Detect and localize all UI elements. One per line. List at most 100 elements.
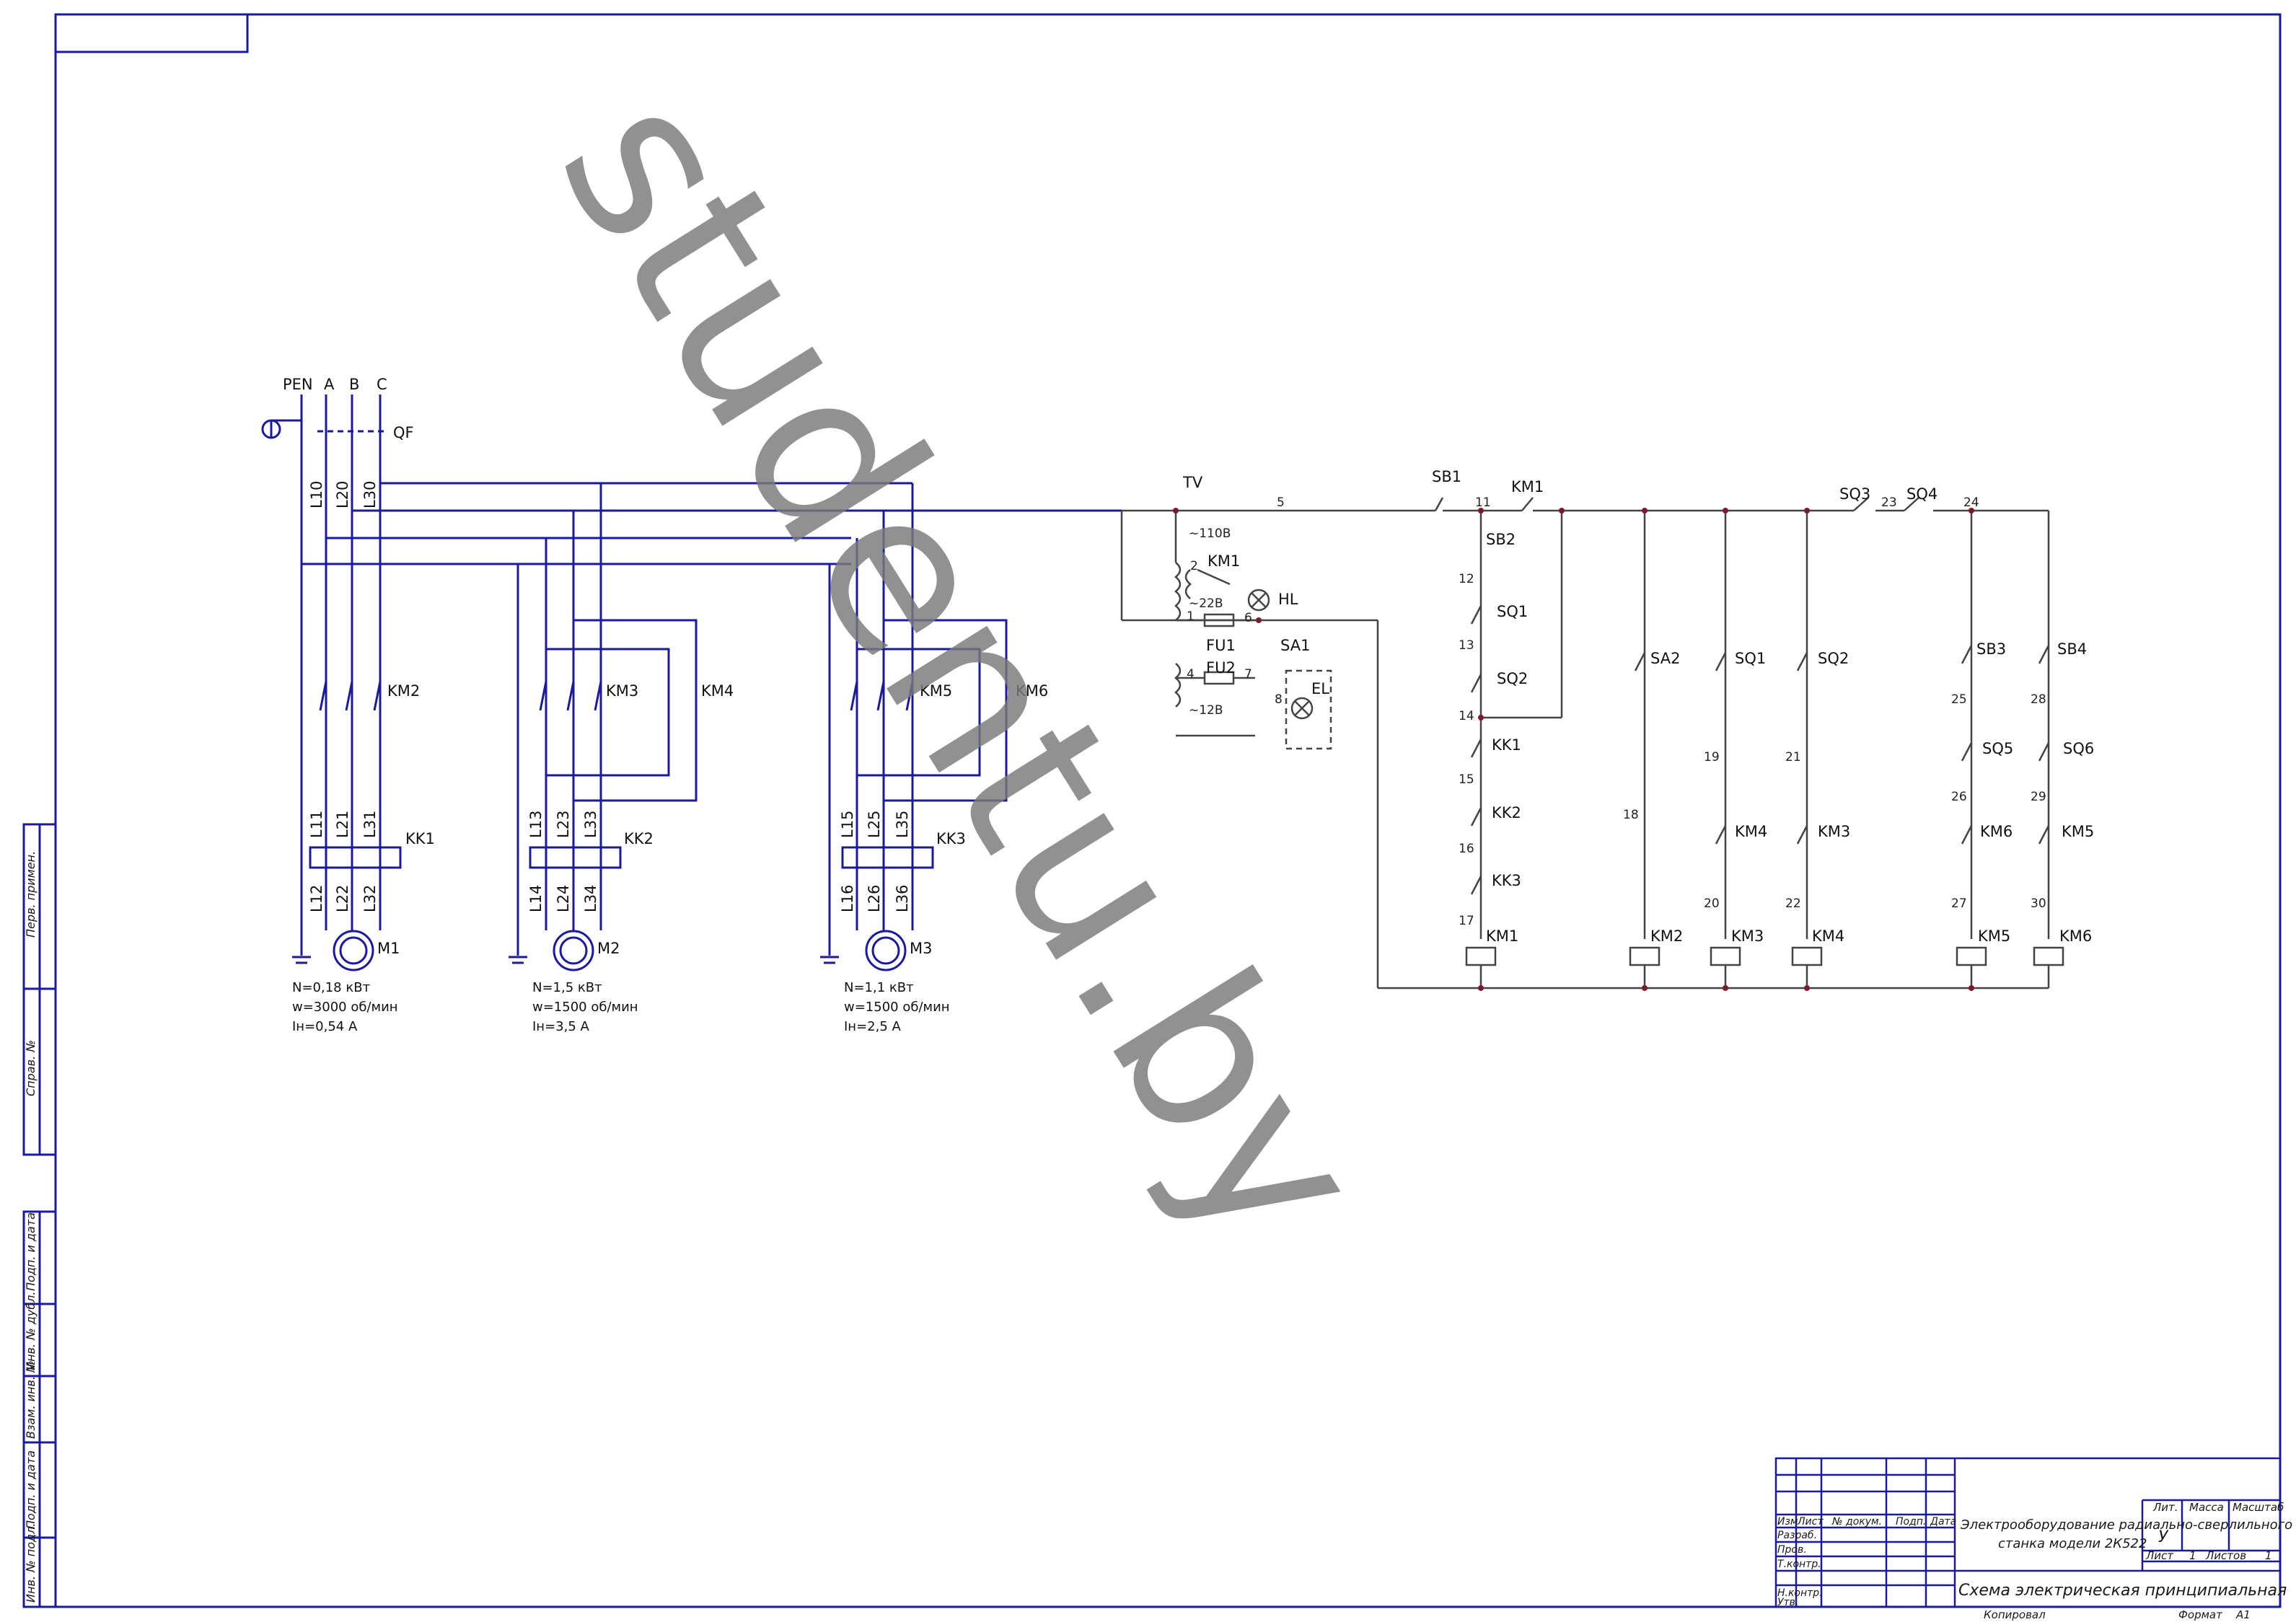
label-km5: KM5 [920, 682, 952, 700]
label-l24: L24 [555, 885, 572, 912]
wire-27: 27 [1951, 896, 1967, 911]
stamp-inv-dubl: Инв. № дубл. [24, 1292, 38, 1370]
wire-4: 4 [1187, 667, 1195, 682]
label-km6-contact: KM6 [1980, 823, 2013, 840]
wire-14: 14 [1459, 709, 1474, 723]
label-l33: L33 [582, 811, 599, 838]
label-l11: L11 [308, 811, 325, 838]
label-sq1-branch: SQ1 [1735, 650, 1766, 667]
stamp-vzam-inv: Взам. инв. № [24, 1360, 38, 1439]
tb-sheets-num: 1 [2265, 1549, 2272, 1562]
label-m2: M2 [597, 940, 620, 957]
wire-22: 22 [1785, 896, 1801, 911]
wire-21: 21 [1785, 750, 1801, 764]
control-labels: SB1 KM1 SB2 SQ1 SQ2 KK1 KK2 KK3 KM1 SA2 … [1277, 468, 2094, 945]
wire-13: 13 [1459, 638, 1474, 653]
wire-30: 30 [2031, 896, 2046, 911]
motor-m3 [865, 930, 907, 971]
tb-col-izm: Изм [1777, 1516, 1798, 1528]
watermark: studentu.by [512, 53, 1414, 1287]
label-tv: TV [1182, 474, 1203, 491]
label-kk1-contact: KK1 [1492, 736, 1521, 754]
wire-15: 15 [1459, 772, 1474, 787]
label-l30: L30 [361, 481, 379, 508]
tb-lit-value: У [2158, 1528, 2169, 1546]
m2-spec-speed: w=1500 об/мин [532, 1000, 638, 1015]
wire-28: 28 [2031, 692, 2046, 707]
wire-17: 17 [1459, 914, 1474, 928]
m2-spec-power: N=1,5 кВт [532, 980, 602, 995]
tb-title-line2: станка модели 2К522 [1998, 1536, 2147, 1551]
stamp-sprav-no: Справ. № [24, 1040, 38, 1096]
label-l36: L36 [894, 885, 911, 912]
wire-24: 24 [1963, 495, 1979, 510]
wire-7: 7 [1244, 667, 1252, 682]
tb-lit: Лит. [2152, 1501, 2178, 1514]
label-phase-a: A [324, 376, 335, 393]
label-l34: L34 [582, 885, 599, 912]
motor-m2 [553, 930, 594, 971]
label-fu2: FU2 [1206, 659, 1236, 676]
label-hl: HL [1278, 591, 1298, 608]
tb-col-dokum: № докум. [1831, 1516, 1882, 1528]
label-km5-coil: KM5 [1978, 927, 2010, 945]
transformer-circuit [1120, 511, 1379, 988]
motor-m1 [333, 930, 374, 971]
label-l32: L32 [361, 885, 379, 912]
wire-8: 8 [1275, 692, 1283, 707]
tb-masshtab: Масштаб [2233, 1501, 2284, 1514]
power-circuit [300, 395, 1122, 956]
label-sa1: SA1 [1280, 637, 1310, 654]
label-km4-contact: KM4 [1735, 823, 1767, 840]
wire-16: 16 [1459, 842, 1474, 856]
label-km4-coil: KM4 [1812, 927, 1844, 945]
label-phase-c: C [377, 376, 387, 393]
m3-spec-power: N=1,1 кВт [844, 980, 914, 995]
label-m1: M1 [377, 940, 400, 957]
power-labels: PEN A B C QF L10 L20 L30 KM2 KM3 KM4 KM5… [283, 376, 1048, 1034]
label-km6: KM6 [1016, 682, 1048, 700]
label-km2-coil: KM2 [1650, 927, 1683, 945]
m1-spec-speed: w=3000 об/мин [292, 1000, 398, 1015]
label-el: EL [1311, 680, 1329, 697]
label-l22: L22 [334, 885, 351, 912]
label-12v: ~12В [1189, 703, 1223, 718]
wire-12: 12 [1459, 572, 1474, 586]
label-l25: L25 [866, 811, 883, 838]
transformer-labels: TV ~110В ~22В ~12В KM1 HL FU1 FU2 SA1 EL… [1182, 474, 1329, 718]
wire-18: 18 [1623, 808, 1639, 822]
tb-massa: Масса [2189, 1501, 2224, 1514]
title-block-text: Изм Лист № докум. Подп. Дата Разраб. Про… [1777, 1501, 2292, 1621]
label-110v: ~110В [1189, 526, 1231, 541]
stamp-perv-primen: Перв. примен. [24, 851, 38, 938]
label-tv-km1: KM1 [1208, 552, 1240, 570]
label-km2: KM2 [387, 682, 420, 700]
stamp-podp-data-2: Подп. и дата [24, 1450, 38, 1529]
label-l35: L35 [894, 811, 911, 838]
label-km3-contact: KM3 [1818, 823, 1850, 840]
label-l12: L12 [308, 885, 325, 912]
label-km5-contact: KM5 [2062, 823, 2094, 840]
label-kk3: KK3 [936, 830, 966, 847]
label-l13: L13 [527, 811, 545, 838]
tb-col-podp: Подп. [1896, 1516, 1926, 1528]
label-kk2-contact: KK2 [1492, 804, 1521, 821]
label-sq1: SQ1 [1497, 603, 1528, 620]
label-fu1: FU1 [1206, 637, 1236, 654]
label-kk1: KK1 [405, 830, 435, 847]
label-pen: PEN [283, 376, 313, 393]
wire-1: 1 [1187, 609, 1195, 624]
label-sq2: SQ2 [1497, 670, 1528, 687]
tb-format-value: А1 [2235, 1608, 2251, 1621]
label-km6-coil: KM6 [2059, 927, 2092, 945]
tb-kopiroval: Копировал [1984, 1608, 2046, 1621]
drawing-frame [22, 13, 2282, 1608]
stamp-inv-podl: Инв. № подл. [24, 1523, 38, 1603]
ground-symbols [261, 419, 839, 964]
wire-5: 5 [1277, 495, 1285, 510]
label-phase-b: B [349, 376, 359, 393]
label-sb2: SB2 [1486, 531, 1516, 548]
m3-spec-current: Iн=2,5 А [844, 1019, 902, 1034]
control-circuit [1122, 497, 2064, 989]
